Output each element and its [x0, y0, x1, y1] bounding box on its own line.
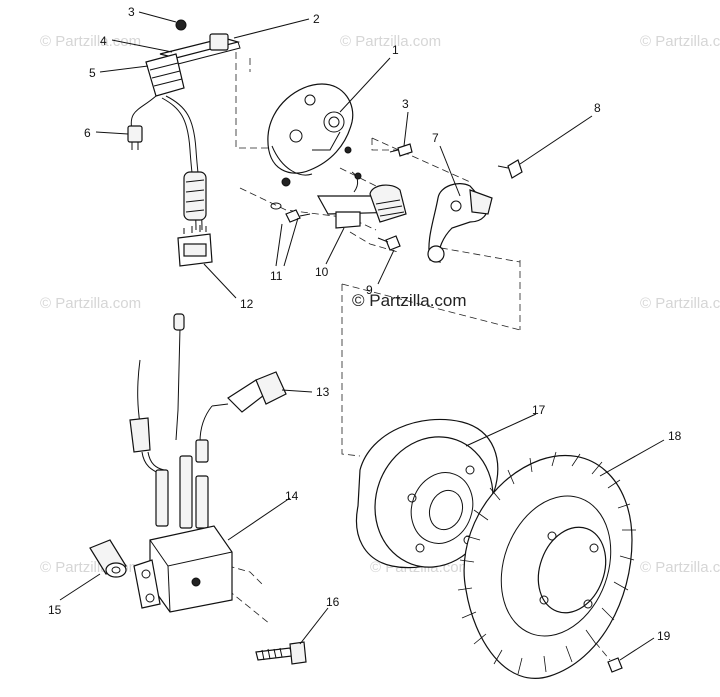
callout-10: 10 — [315, 265, 329, 279]
coupler-part — [177, 225, 213, 267]
screw-part — [497, 159, 523, 179]
stator-plate-part — [267, 83, 354, 187]
callout-8: 8 — [594, 101, 601, 115]
callout-6: 6 — [84, 126, 91, 140]
callout-5: 5 — [89, 66, 96, 80]
watermark-text: © Partzilla.com — [40, 33, 141, 50]
callout-18: 18 — [668, 429, 682, 443]
watermark-main: © Partzilla.com — [352, 291, 467, 310]
callout-1: 1 — [392, 43, 399, 57]
washer-screw-part — [270, 202, 311, 223]
watermark-text: © Partzilla.com — [640, 559, 720, 576]
screw-part — [377, 235, 401, 251]
callout-labels: 3 2 4 5 1 6 3 7 8 11 10 9 12 13 17 18 14… — [48, 5, 682, 643]
callout-9: 9 — [366, 283, 373, 297]
callout-4: 4 — [100, 34, 107, 48]
callout-7: 7 — [432, 131, 439, 145]
connector-block-part — [145, 53, 185, 97]
pulser-coil-part — [427, 183, 493, 263]
bolt-part — [255, 641, 307, 665]
watermark-text: © Partzilla.com — [640, 295, 720, 312]
bushing-part — [89, 539, 127, 578]
coil-wires — [129, 313, 185, 475]
exciter-coil-part — [316, 171, 407, 229]
callout-19: 19 — [657, 629, 671, 643]
callout-11: 11 — [270, 269, 283, 283]
callout-3: 3 — [128, 5, 135, 19]
callout-14: 14 — [285, 489, 299, 503]
callout-16: 16 — [326, 595, 340, 609]
callout-3: 3 — [402, 97, 409, 111]
screw-part — [389, 143, 413, 157]
callout-17: 17 — [532, 403, 546, 417]
ignition-coil-part — [133, 455, 233, 613]
flywheel-part — [355, 418, 499, 569]
leader-lines — [59, 11, 665, 661]
bullet-connector-part — [127, 125, 143, 150]
spark-plug-cap-part — [195, 371, 287, 463]
screw-part — [175, 19, 187, 31]
screw-part — [607, 657, 623, 673]
callout-12: 12 — [240, 297, 254, 311]
harness-wrap — [183, 171, 207, 221]
watermark-text: © Partzilla.com — [40, 295, 141, 312]
callout-13: 13 — [316, 385, 330, 399]
watermark-text: © Partzilla.com — [340, 33, 441, 50]
callout-2: 2 — [313, 12, 320, 26]
watermark-text: © Partzilla.com — [640, 33, 720, 50]
fan-part — [457, 451, 636, 679]
callout-15: 15 — [48, 603, 62, 617]
